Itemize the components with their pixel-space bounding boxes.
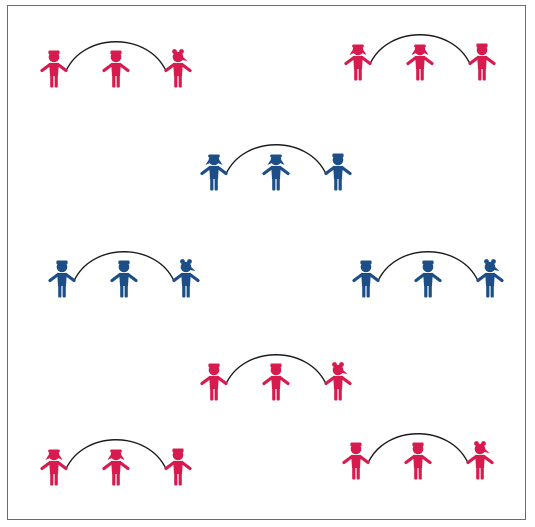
child-figure-girl-bun bbox=[468, 441, 492, 479]
child-figure-girl bbox=[202, 155, 226, 191]
child-figure-boy bbox=[202, 364, 226, 401]
child-figure-boy bbox=[42, 51, 66, 88]
child-figure-boy bbox=[470, 44, 494, 81]
child-figure-boy bbox=[104, 51, 128, 88]
child-figure-boy bbox=[344, 443, 368, 480]
child-figure-girl bbox=[408, 45, 432, 81]
child-figure-boy bbox=[354, 261, 378, 298]
child-figure-girl-bun bbox=[166, 49, 190, 87]
child-figure-girl bbox=[346, 45, 370, 81]
child-figure-girl-bun bbox=[174, 259, 198, 297]
child-figure-boy bbox=[326, 154, 350, 191]
child-figure-boy bbox=[112, 261, 136, 298]
child-figure-boy bbox=[50, 261, 74, 298]
child-figure-girl-bun bbox=[478, 259, 502, 297]
child-figure-girl bbox=[104, 450, 128, 486]
child-figure-girl bbox=[42, 450, 66, 486]
child-figure-girl-bun bbox=[326, 362, 350, 400]
child-figure-boy bbox=[416, 261, 440, 298]
child-figure-boy bbox=[166, 449, 190, 486]
child-figure-boy bbox=[406, 443, 430, 480]
child-figure-boy bbox=[264, 364, 288, 401]
child-figure-girl bbox=[264, 155, 288, 191]
